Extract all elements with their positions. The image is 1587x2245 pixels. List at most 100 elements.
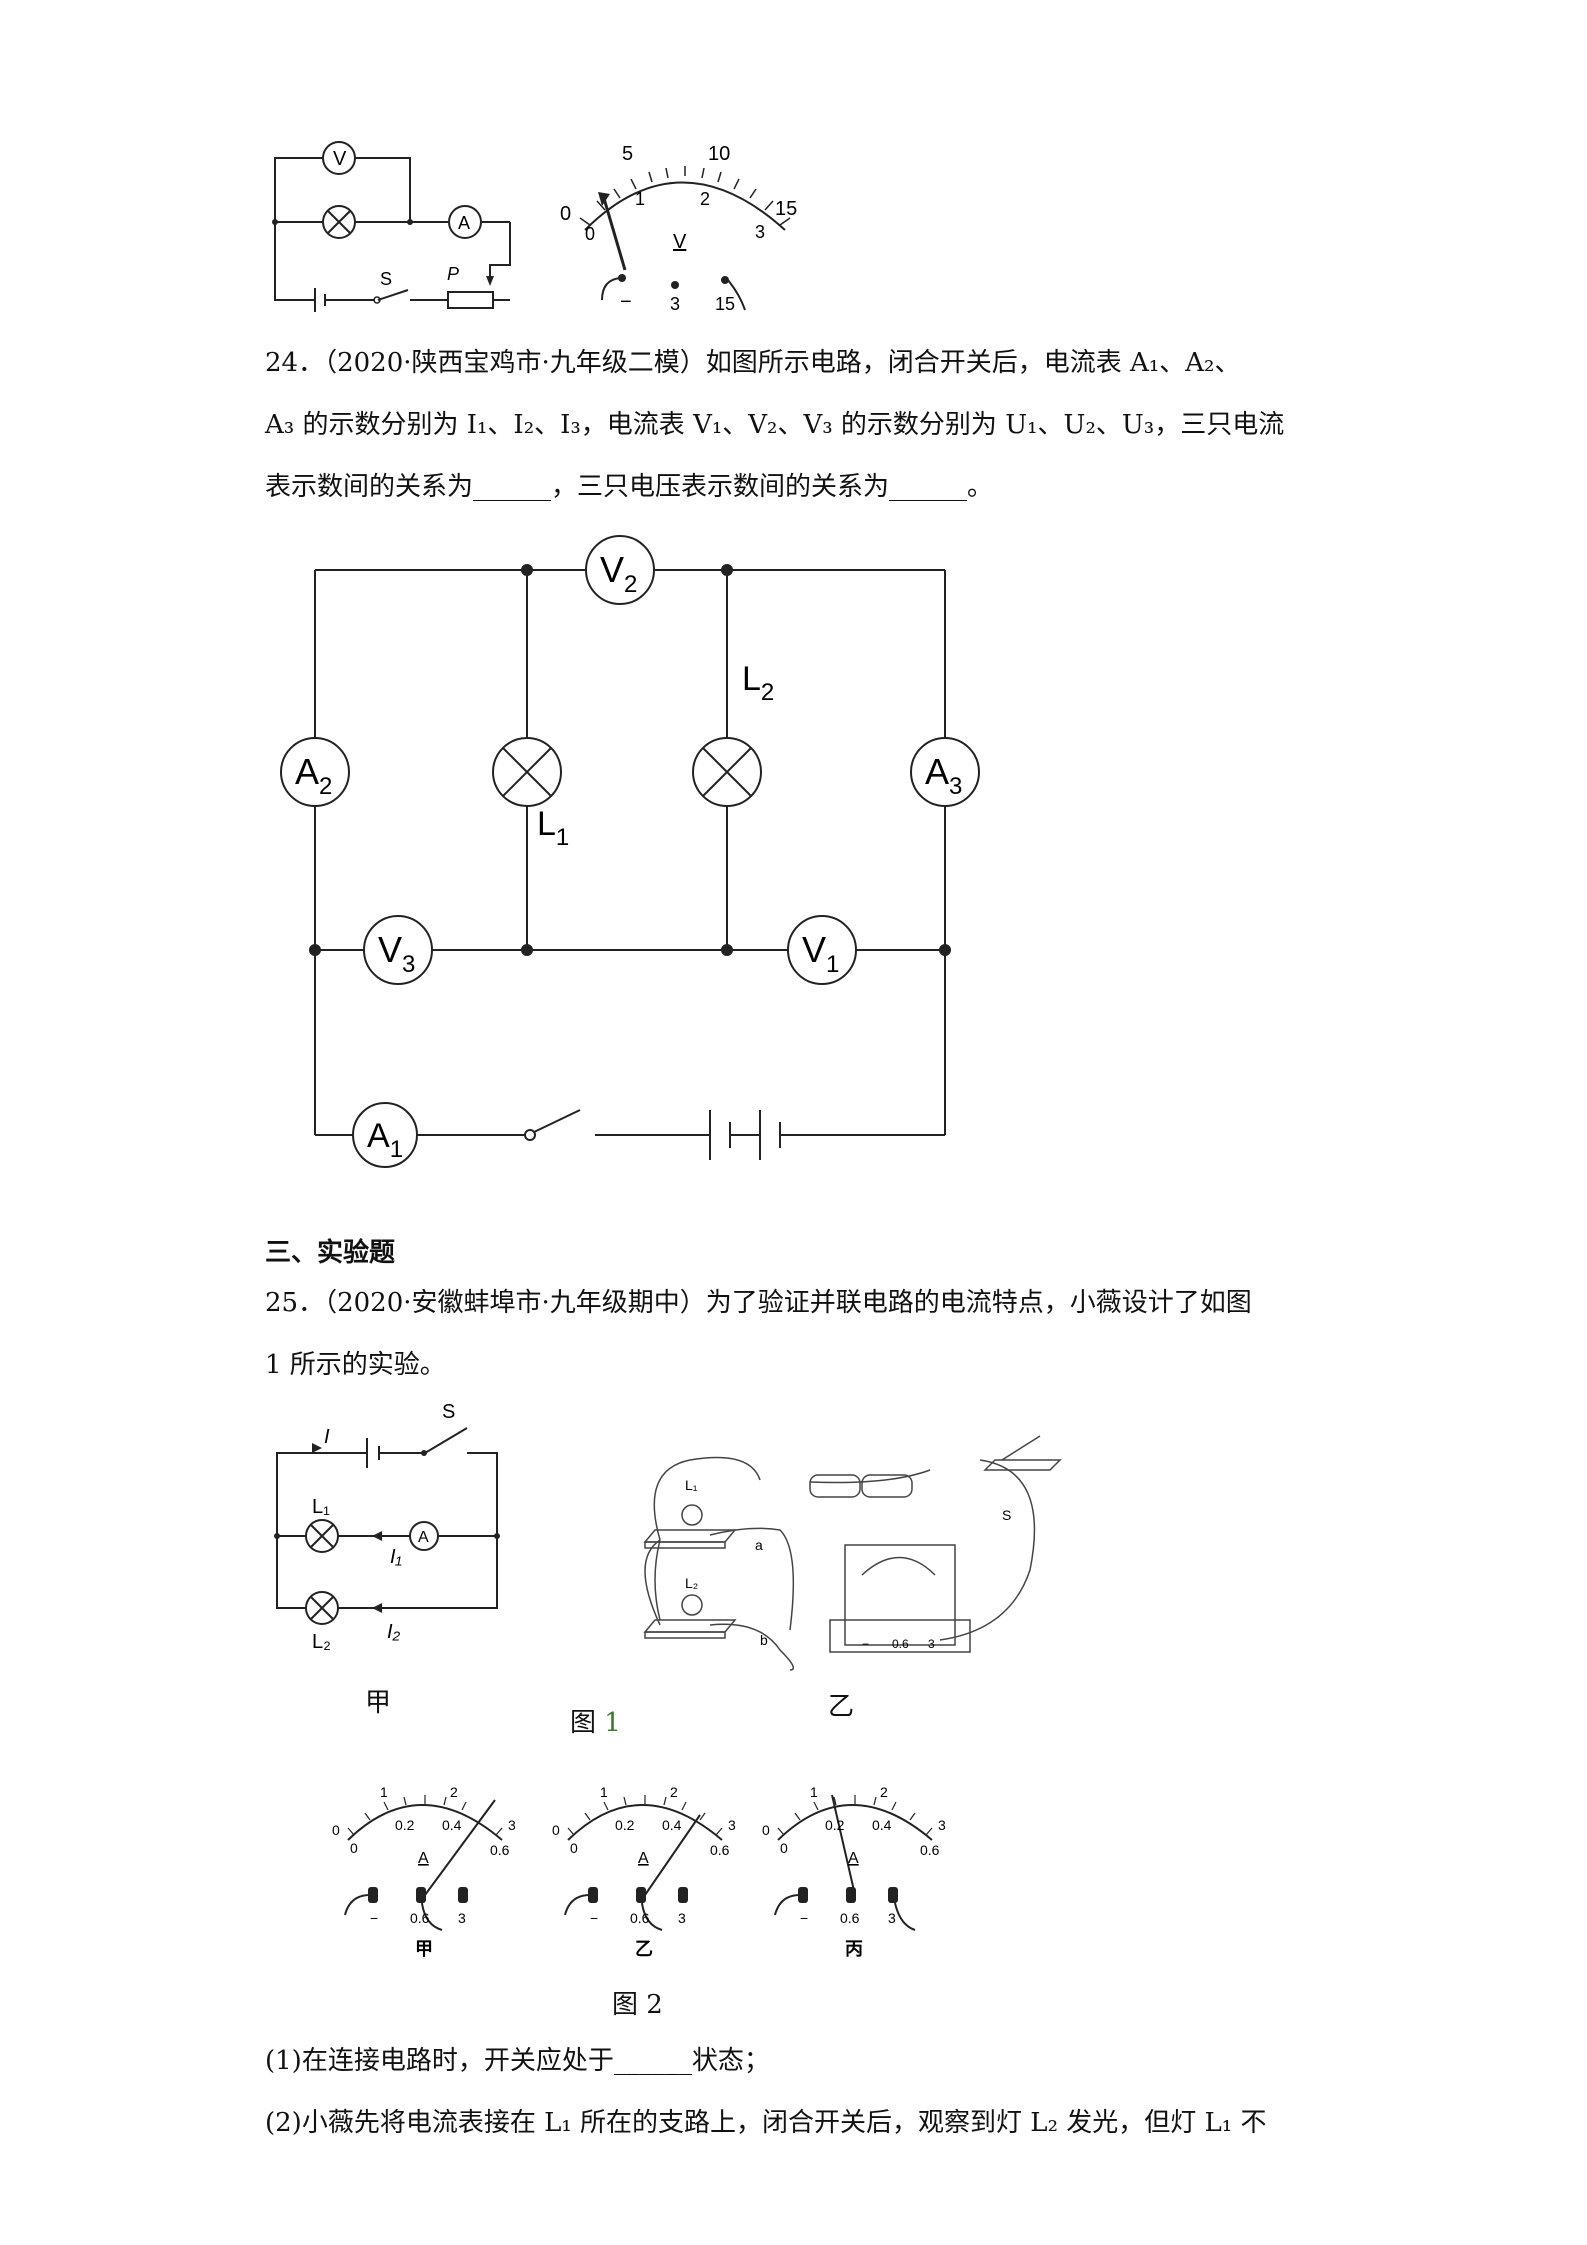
- q24-v2-label: V: [600, 549, 624, 590]
- fig1-jia-l2-label: L₂: [312, 1631, 331, 1653]
- svg-text:V2: V2: [600, 549, 637, 598]
- top-terminal-neg: −: [620, 291, 632, 313]
- fig1-jia-l1-label: L₁: [312, 1496, 330, 1518]
- fig2-jia-l3: 0.6: [490, 1842, 510, 1858]
- fig1-jia-i-label: I: [324, 1426, 330, 1448]
- fig2-yi-l3: 0.6: [710, 1842, 730, 1858]
- svg-text:V3: V3: [378, 929, 415, 978]
- fig1-yi-term-06: 0.6: [892, 1637, 909, 1651]
- q24-l1-label: L: [537, 805, 556, 843]
- q24-v2-sub: 2: [624, 571, 637, 598]
- fig2-yi-l0: 0: [570, 1840, 578, 1856]
- fig2-jia-l1: 0.2: [395, 1817, 415, 1833]
- fig2-yi-t2: 3: [678, 1910, 686, 1926]
- fig2-bing-u0: 0: [762, 1822, 770, 1838]
- fig2-meter-bing: 0 1 2 3 0 0.2 0.4 0.6 A − 0.6 3 丙: [762, 1784, 946, 1959]
- fig1-yi-caption: 乙: [828, 1692, 855, 1722]
- q25-line-2: 1 所示的实验。: [265, 1350, 446, 1380]
- fig2-yi-u1: 1: [600, 1784, 608, 1800]
- fig2-meter-jia: 0 1 2 3 0 0.2 0.4 0.6 A − 0.6 3 甲: [332, 1784, 516, 1959]
- top-dial-lower-0: 0: [585, 224, 595, 244]
- svg-text:L1: L1: [537, 805, 569, 851]
- fig1-caption: 图 1: [570, 1710, 621, 1736]
- fig2-bing-unit: A: [848, 1850, 859, 1867]
- fig2-yi-u2: 2: [670, 1784, 678, 1800]
- top-slider-label: P: [447, 264, 459, 284]
- fig1-jia-caption: 甲: [365, 1688, 392, 1718]
- q24-line-1: 24．（2020·陕西宝鸡市·九年级二模）如图所示电路，闭合开关后，电流表 A₁…: [265, 348, 1241, 378]
- q24-v1-sub: 1: [826, 951, 839, 978]
- fig2-bing-l0: 0: [780, 1840, 788, 1856]
- top-circuit-figure: V A S P: [272, 141, 511, 312]
- q24-a1-label: A: [367, 1117, 390, 1155]
- q24-a3-sub: 3: [949, 773, 962, 800]
- fig1-caption-prefix: 图: [570, 1708, 597, 1738]
- fig2-bing-l1: 0.2: [825, 1817, 845, 1833]
- fig2-yi-label: 乙: [635, 1939, 653, 1959]
- fig1-yi-apparatus: L₁ L₂ a b S − 0.6 3: [643, 1435, 1062, 1671]
- fig1-jia-i2-label: I₂: [387, 1621, 401, 1643]
- q24-l1-sub: 1: [556, 824, 569, 851]
- q24-a2-sub: 2: [319, 773, 332, 800]
- top-voltmeter-label: V: [333, 148, 347, 170]
- fig1-yi-b: b: [760, 1632, 768, 1648]
- top-dial-lower-2: 2: [700, 189, 710, 209]
- fig1-jia-s-label: S: [442, 1401, 455, 1423]
- q24-line-2: A₃ 的示数分别为 I₁、I₂、I₃，电流表 V₁、V₂、V₃ 的示数分别为 U…: [265, 410, 1285, 440]
- top-dial-upper-5: 5: [622, 143, 633, 165]
- fig2-jia-label: 甲: [415, 1939, 433, 1959]
- top-dial-unit: V: [673, 231, 687, 253]
- fig2-jia-u0: 0: [332, 1822, 340, 1838]
- top-terminal-3: 3: [670, 294, 680, 314]
- top-dial-upper-0: 0: [560, 203, 571, 225]
- fig2-jia-u2: 2: [450, 1784, 458, 1800]
- fig2-yi-u3: 3: [728, 1817, 736, 1833]
- svg-text:L2: L2: [742, 660, 774, 706]
- fig1-yi-term-neg: −: [862, 1637, 869, 1651]
- top-dial-lower-3: 3: [755, 222, 765, 242]
- svg-text:V1: V1: [802, 929, 839, 978]
- svg-text:A1: A1: [367, 1117, 403, 1163]
- q24-a2-label: A: [295, 751, 319, 792]
- fig2-jia-unit: A: [418, 1850, 429, 1867]
- fig2-caption: 图 2: [612, 1990, 663, 2020]
- top-dial-upper-15: 15: [775, 198, 797, 220]
- section-heading: 三、实验题: [265, 1238, 396, 1268]
- fig2-jia-t1: 0.6: [410, 1910, 430, 1926]
- fig2-meter-yi: 0 1 2 3 0 0.2 0.4 0.6 A − 0.6 3 乙: [552, 1784, 736, 1959]
- fig2-bing-label: 丙: [845, 1939, 863, 1959]
- fig1-jia-circuit: I S L₁ I₁ A L₂ I₂: [274, 1401, 500, 1653]
- fig2-bing-t1: 0.6: [840, 1910, 860, 1926]
- q24-circuit-diagram: V2 A2 A3 L1 L2 V3 V1 A1: [280, 535, 980, 1168]
- fig2-bing-u2: 2: [880, 1784, 888, 1800]
- q25-part-2: (2)小薇先将电流表接在 L₁ 所在的支路上，闭合开关后，观察到灯 L₂ 发光，…: [265, 2108, 1267, 2138]
- fig2-yi-l2: 0.4: [662, 1817, 682, 1833]
- fig2-jia-u1: 1: [380, 1784, 388, 1800]
- fig1-yi-a: a: [755, 1537, 763, 1553]
- q25-part-1: (1)在连接电路时，开关应处于______状态；: [265, 2046, 770, 2076]
- fig2-yi-t1: 0.6: [630, 1910, 650, 1926]
- fig2-jia-l0: 0: [350, 1840, 358, 1856]
- fig1-jia-a-label: A: [418, 1529, 429, 1546]
- top-terminal-15: 15: [715, 294, 735, 314]
- fig2-bing-t2: 3: [888, 1910, 896, 1926]
- fig1-yi-l2: L₂: [685, 1575, 698, 1591]
- fig2-yi-unit: A: [638, 1850, 649, 1867]
- fig2-bing-u3: 3: [938, 1817, 946, 1833]
- fig2-yi-u0: 0: [552, 1822, 560, 1838]
- fig2-jia-u3: 3: [508, 1817, 516, 1833]
- q25-line-1: 25．（2020·安徽蚌埠市·九年级期中）为了验证并联电路的电流特点，小薇设计了…: [265, 1288, 1252, 1318]
- q24-v3-label: V: [378, 929, 402, 970]
- fig2-bing-l3: 0.6: [920, 1842, 940, 1858]
- top-switch-label: S: [380, 269, 392, 289]
- fig2-jia-t2: 3: [458, 1910, 466, 1926]
- fig2-jia-t0: −: [370, 1910, 378, 1926]
- q24-a1-sub: 1: [390, 1136, 403, 1163]
- fig2-bing-t0: −: [800, 1910, 808, 1926]
- q24-l2-sub: 2: [761, 679, 774, 706]
- fig2-yi-t0: −: [590, 1910, 598, 1926]
- top-voltmeter-dial: 0 5 10 15 0 1 2 3 V − 3 15: [560, 143, 797, 314]
- q24-l2-label: L: [742, 660, 761, 698]
- q24-a3-label: A: [925, 751, 949, 792]
- svg-text:A3: A3: [925, 751, 962, 800]
